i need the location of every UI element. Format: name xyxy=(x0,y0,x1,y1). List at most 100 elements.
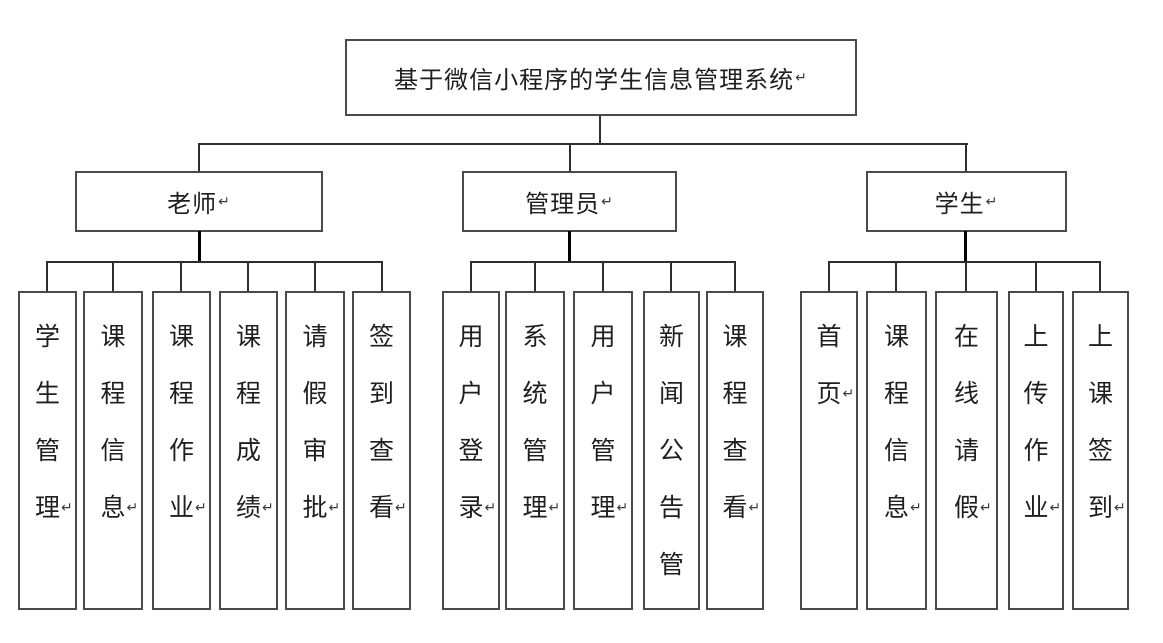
connector-to-news-management xyxy=(670,262,672,292)
leaf-node-course-grades: 课程成绩↵ xyxy=(219,291,278,610)
paragraph-return-mark: ↵ xyxy=(980,500,992,516)
vertical-char: 管 xyxy=(658,552,684,579)
paragraph-return-mark: ↵ xyxy=(616,500,629,516)
connector-to-course-view xyxy=(734,262,736,292)
vertical-char: 新 xyxy=(658,324,684,351)
vertical-char: 作 xyxy=(1023,438,1049,465)
connector-to-home-page xyxy=(828,262,830,292)
branch-node-teacher: 老师↵ xyxy=(75,171,323,232)
vertical-char: 首 xyxy=(816,324,842,351)
paragraph-return-mark: ↵ xyxy=(1049,500,1062,516)
connector-teacher-bus xyxy=(46,261,383,263)
vertical-char: 到 xyxy=(368,381,394,408)
leaf-node-leave-approval: 请假审批↵ xyxy=(285,291,345,610)
leaf-node-online-leave: 在线请假↵ xyxy=(935,291,998,610)
vertical-char: 传 xyxy=(1023,381,1049,408)
vertical-char: 假 xyxy=(302,381,328,408)
vertical-char: 统 xyxy=(522,381,548,408)
connector-bus-to-student xyxy=(965,143,967,172)
vertical-char: 查 xyxy=(722,438,748,465)
vertical-char: 程 xyxy=(722,381,748,408)
vertical-char: 业↵ xyxy=(154,480,209,537)
vertical-char: 看↵ xyxy=(708,480,762,537)
vertical-char: 学 xyxy=(34,324,60,351)
vertical-char: 信 xyxy=(883,438,909,465)
leaf-node-class-checkin: 上课签到↵ xyxy=(1072,291,1129,610)
branch-admin-label: 管理员 xyxy=(525,192,601,218)
vertical-char: 审 xyxy=(302,438,328,465)
paragraph-return-mark: ↵ xyxy=(262,500,274,516)
leaf-node-user-login: 用户登录↵ xyxy=(442,291,500,610)
branch-student-label: 学生 xyxy=(934,192,985,218)
paragraph-return-mark: ↵ xyxy=(195,500,207,516)
paragraph-return-mark: ↵ xyxy=(61,500,73,516)
leaf-node-course-homework: 课程作业↵ xyxy=(152,291,211,610)
branch-teacher-label: 老师 xyxy=(167,192,218,218)
vertical-char: 课 xyxy=(883,324,909,351)
connector-teacher-drop xyxy=(198,231,201,262)
vertical-char: 成 xyxy=(235,438,261,465)
vertical-char: 课 xyxy=(168,324,194,351)
vertical-char: 查 xyxy=(368,438,394,465)
leaf-node-course-info-student: 课程信息↵ xyxy=(866,291,927,610)
connector-to-course-homework xyxy=(180,262,182,292)
vertical-char: 程 xyxy=(100,381,126,408)
vertical-char: 录↵ xyxy=(444,480,498,537)
connector-to-course-info-student xyxy=(895,262,897,292)
branch-node-student: 学生↵ xyxy=(866,171,1067,232)
vertical-char: 签 xyxy=(368,324,394,351)
vertical-char: 告 xyxy=(658,495,684,522)
vertical-char: 管 xyxy=(590,438,616,465)
vertical-char: 公 xyxy=(658,438,684,465)
connector-to-user-login xyxy=(470,262,472,292)
vertical-char: 作 xyxy=(168,438,194,465)
vertical-char: 请 xyxy=(953,438,979,465)
vertical-char: 管 xyxy=(522,438,548,465)
leaf-node-news-management: 新闻公告管 xyxy=(643,291,700,610)
paragraph-return-mark: ↵ xyxy=(910,500,922,516)
connector-to-class-checkin xyxy=(1099,262,1101,292)
vertical-char: 假↵ xyxy=(937,480,996,537)
connector-bus-to-admin xyxy=(569,143,571,172)
vertical-char: 闻 xyxy=(658,381,684,408)
connector-to-course-info-teacher xyxy=(112,262,114,292)
vertical-char: 上 xyxy=(1087,324,1113,351)
vertical-char: 在 xyxy=(953,324,979,351)
vertical-char: 课 xyxy=(235,324,261,351)
connector-level1-bus xyxy=(198,143,968,145)
vertical-char: 程 xyxy=(235,381,261,408)
vertical-char: 信 xyxy=(100,438,126,465)
vertical-char: 登 xyxy=(458,438,484,465)
vertical-char: 程 xyxy=(883,381,909,408)
leaf-node-student-management: 学生管理↵ xyxy=(18,291,77,610)
vertical-char: 户 xyxy=(458,381,484,408)
paragraph-return-mark: ↵ xyxy=(548,500,561,516)
vertical-char: 程 xyxy=(168,381,194,408)
vertical-char: 课 xyxy=(100,324,126,351)
vertical-char: 息↵ xyxy=(85,480,141,537)
vertical-char: 线 xyxy=(953,381,979,408)
connector-to-student-management xyxy=(46,262,48,292)
vertical-char: 绩↵ xyxy=(221,480,276,537)
paragraph-return-mark: ↵ xyxy=(1114,500,1126,516)
vertical-char: 管 xyxy=(34,438,60,465)
connector-to-online-leave xyxy=(965,262,967,292)
vertical-char: 用 xyxy=(458,324,484,351)
paragraph-return-mark: ↵ xyxy=(484,500,497,516)
leaf-node-home-page: 首页↵ xyxy=(800,291,858,610)
paragraph-return-mark: ↵ xyxy=(601,193,614,210)
connector-to-user-management xyxy=(602,262,604,292)
vertical-char: 户 xyxy=(590,381,616,408)
leaf-node-system-management: 系统管理↵ xyxy=(505,291,565,610)
connector-bus-to-teacher xyxy=(198,143,200,172)
vertical-char: 课 xyxy=(1087,381,1113,408)
vertical-char: 页↵ xyxy=(802,366,856,423)
paragraph-return-mark: ↵ xyxy=(748,500,761,516)
leaf-node-course-view: 课程查看↵ xyxy=(706,291,764,610)
paragraph-return-mark: ↵ xyxy=(795,69,808,86)
vertical-char: 理↵ xyxy=(20,480,75,537)
root-node-system: 基于微信小程序的学生信息管理系统↵ xyxy=(345,39,857,116)
paragraph-return-mark: ↵ xyxy=(985,193,999,210)
connector-student-bus xyxy=(828,261,1101,263)
